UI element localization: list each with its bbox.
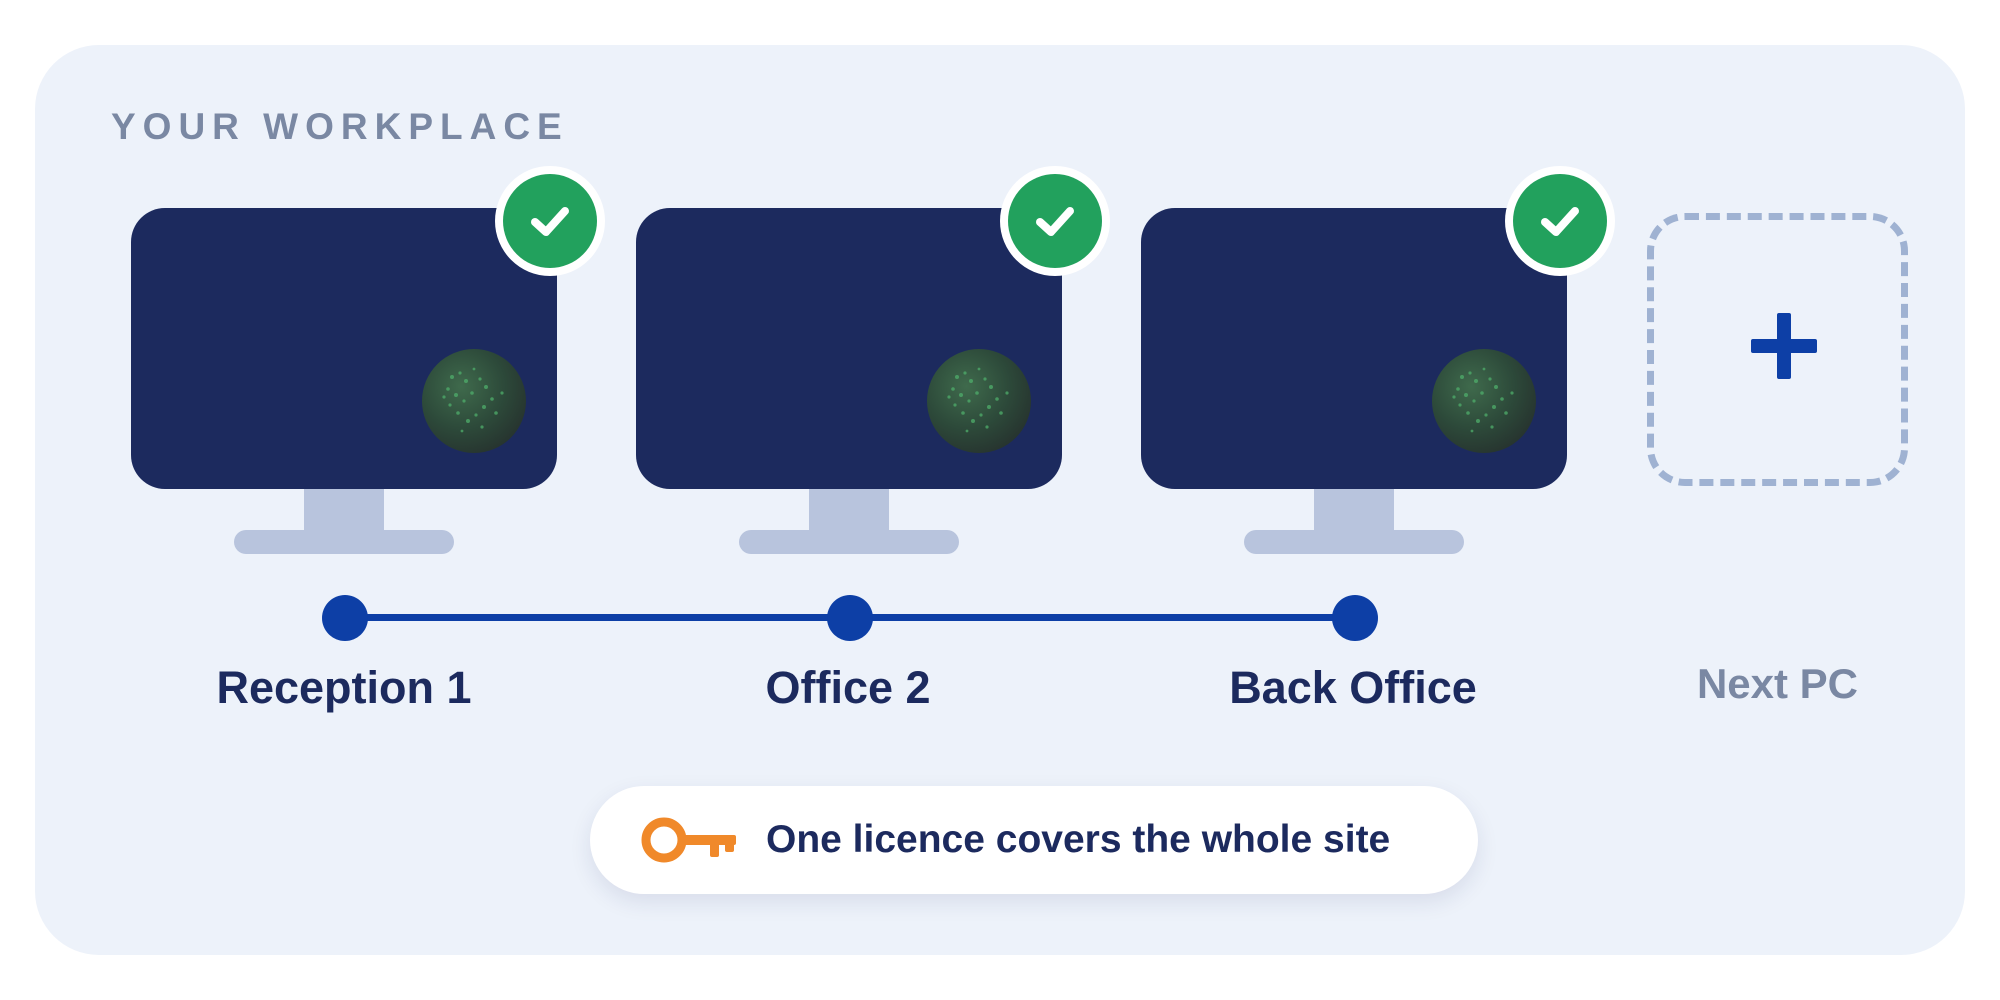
- section-heading: YOUR WORKPLACE: [111, 106, 569, 147]
- licence-pill: One licence covers the whole site: [590, 786, 1478, 894]
- next-pc-label: Next PC: [1696, 660, 1859, 707]
- key-icon: [641, 817, 736, 863]
- computer-label: Back Office: [1229, 662, 1477, 713]
- computer-label: Office 2: [765, 662, 931, 713]
- computer-reception-1[interactable]: [131, 166, 605, 558]
- computer-office-2[interactable]: [636, 166, 1110, 558]
- globe-icon: [422, 349, 526, 453]
- check-badge: [1505, 166, 1615, 276]
- monitor-base: [234, 530, 454, 554]
- globe-icon: [1432, 349, 1536, 453]
- monitor-screen: [131, 208, 557, 489]
- computer-label: Reception 1: [216, 662, 472, 713]
- check-icon: [1036, 207, 1074, 236]
- monitor-base: [1244, 530, 1464, 554]
- check-badge: [495, 166, 605, 276]
- timeline-dot: [1332, 595, 1378, 641]
- timeline-dot: [827, 595, 873, 641]
- add-pc-button[interactable]: [1647, 213, 1908, 486]
- plus-icon-stem: [1777, 313, 1791, 379]
- computer-back-office[interactable]: [1141, 166, 1615, 558]
- licence-text: One licence covers the whole site: [766, 818, 1391, 861]
- monitor-base: [739, 530, 959, 554]
- globe-icon: [927, 349, 1031, 453]
- check-icon: [531, 207, 569, 236]
- check-icon: [1541, 207, 1579, 236]
- monitor-screen: [1141, 208, 1567, 489]
- monitor-screen: [636, 208, 1062, 489]
- check-badge: [1000, 166, 1110, 276]
- timeline-dot: [322, 595, 368, 641]
